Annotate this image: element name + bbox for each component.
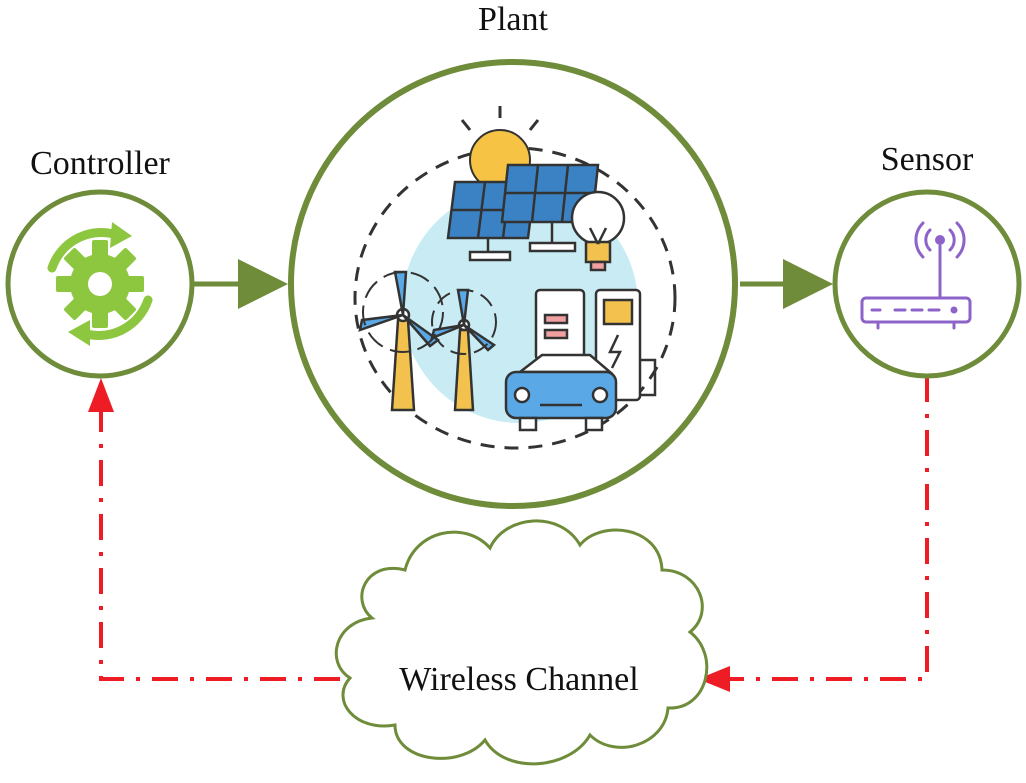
plant-node (288, 59, 738, 509)
light-bulb-icon (570, 190, 626, 272)
plant-label: Plant (478, 1, 548, 38)
sensor-to-channel-arrowhead (698, 666, 730, 692)
sensor-to-channel-link (728, 376, 929, 681)
sensor-label: Sensor (881, 141, 974, 178)
channel-to-controller-arrowhead (88, 378, 114, 412)
wireless-channel-label: Wireless Channel (399, 661, 638, 698)
renewable-energy-icon (353, 106, 677, 450)
wireless-channel-cloud: Wireless Channel (334, 519, 709, 766)
charging-station-icon (534, 288, 657, 402)
electric-car-icon (504, 353, 618, 432)
wifi-router-icon (860, 221, 972, 330)
sensor-node (832, 189, 1022, 379)
controller-node (5, 189, 195, 379)
wind-turbine-icon (358, 270, 497, 412)
channel-to-controller-link (99, 412, 340, 681)
controller-label: Controller (30, 145, 170, 182)
gear-refresh-icon (47, 222, 153, 346)
